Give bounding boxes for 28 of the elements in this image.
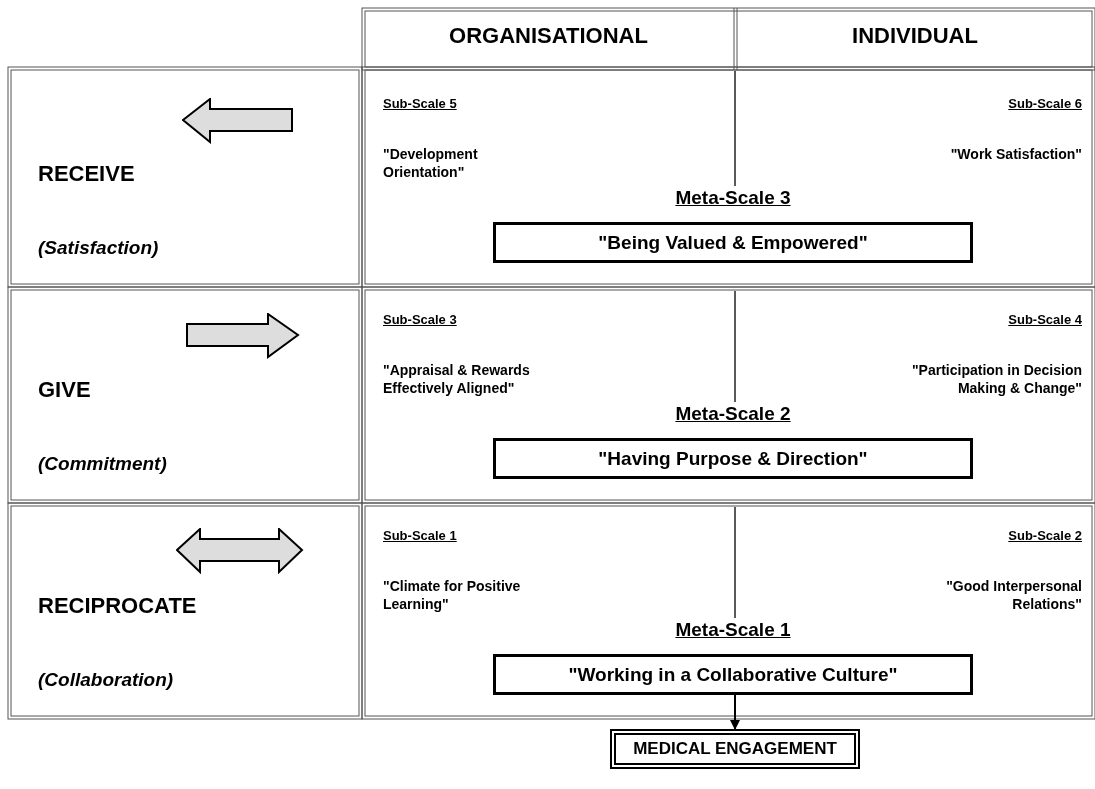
meta-scale-heading: Meta-Scale 3 [675,187,791,208]
row-header: RECEIVE [38,161,135,186]
sub-scale-heading: Sub-Scale 1 [383,528,457,543]
row-subheader: (Collaboration) [38,669,174,690]
sub-scale-heading: Sub-Scale 2 [1008,528,1082,543]
row-subheader: (Commitment) [38,453,167,474]
arrow [730,694,740,730]
row-subheader: (Satisfaction) [38,237,159,258]
outcome-box: MEDICAL ENGAGEMENT [610,729,860,769]
meta-scale-heading: Meta-Scale 1 [675,619,791,640]
sub-scale-heading: Sub-Scale 6 [1008,96,1082,111]
column-header: ORGANISATIONAL [449,23,648,48]
column-header: INDIVIDUAL [852,23,978,48]
sub-scale-name: "Development Orientation" [383,146,478,180]
row-header: RECIPROCATE [38,593,197,618]
scale-box: "Having Purpose & Direction" [493,438,973,479]
sub-scale-name: "Appraisal & Rewards Effectively Aligned" [383,362,530,396]
scale-box: "Being Valued & Empowered" [493,222,973,263]
scale-box: "Working in a Collaborative Culture" [493,654,973,695]
sub-scale-heading: Sub-Scale 4 [1008,312,1082,327]
sub-scale-name: "Good Interpersonal Relations" [946,578,1082,612]
sub-scale-heading: Sub-Scale 3 [383,312,457,327]
meta-scale-heading: Meta-Scale 2 [675,403,791,424]
row-header: GIVE [38,377,91,402]
sub-scale-name: "Climate for Positive Learning" [383,578,521,612]
sub-scale-name: "Work Satisfaction" [950,146,1082,162]
sub-scale-name: "Participation in Decision Making & Change" [912,362,1082,396]
sub-scale-heading: Sub-Scale 5 [383,96,457,111]
